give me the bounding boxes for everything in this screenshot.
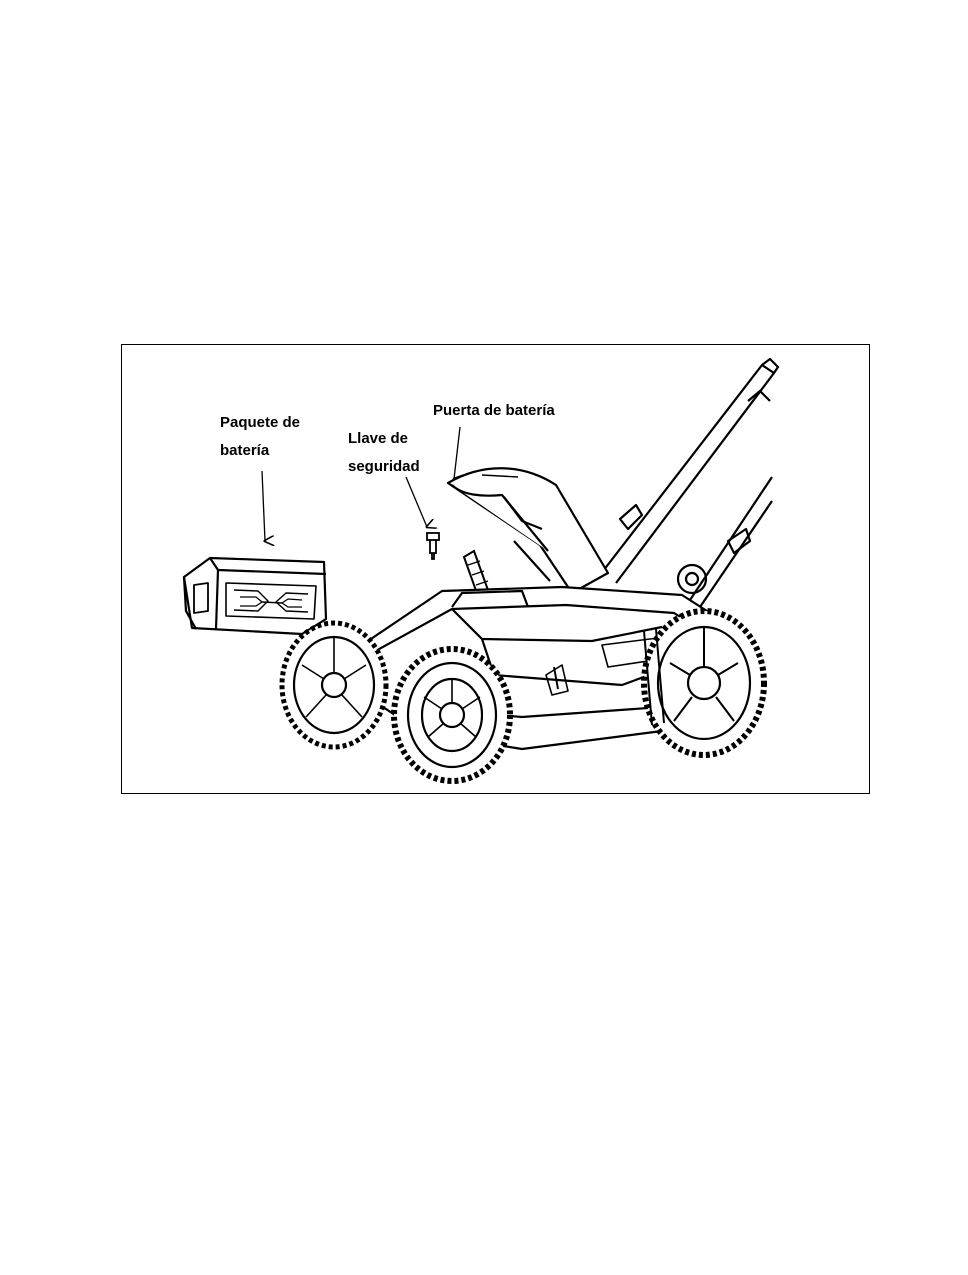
safety-key-arrow — [406, 477, 427, 527]
rear-wheel — [644, 611, 764, 755]
safety-key — [427, 533, 439, 559]
figure-frame: Paquete de batería Llave de seguridad Pu… — [121, 344, 870, 794]
rear-left-wheel — [282, 623, 386, 747]
battery-pack — [184, 558, 326, 634]
battery-pack-label: Paquete de batería — [220, 409, 300, 465]
battery-pack-arrow — [262, 471, 265, 541]
battery-door-label-line1: Puerta de batería — [433, 397, 555, 425]
front-wheel — [394, 649, 510, 781]
safety-key-label-line2: seguridad — [348, 453, 420, 481]
battery-door-arrow — [454, 427, 460, 479]
battery-pack-label-line1: Paquete de — [220, 409, 300, 437]
mower-handle — [600, 359, 778, 607]
battery-pack-label-line2: batería — [220, 437, 300, 465]
battery-door-label: Puerta de batería — [433, 397, 555, 425]
safety-key-label-line1: Llave de — [348, 425, 420, 453]
safety-key-label: Llave de seguridad — [348, 425, 420, 481]
